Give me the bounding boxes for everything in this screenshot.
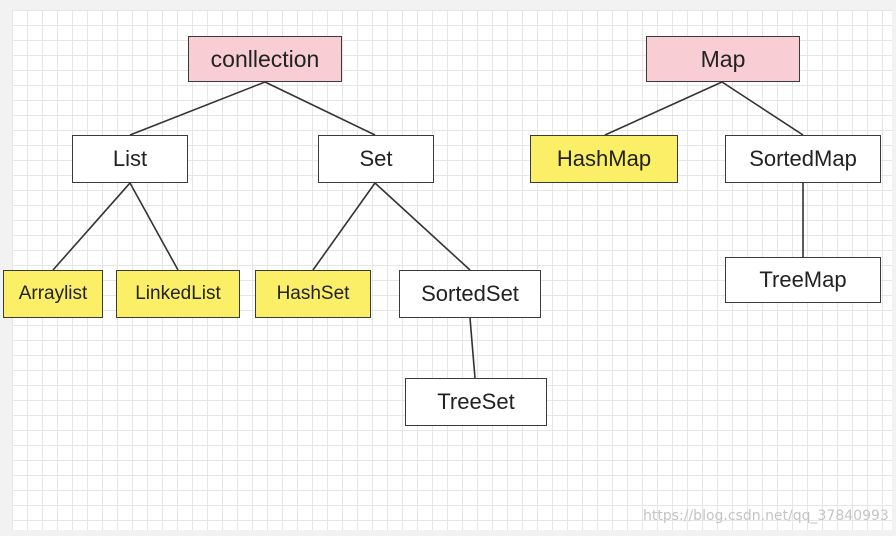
edge-sortedset-treeset [469, 317, 476, 379]
linkedlist-node: LinkedList [116, 270, 240, 318]
edge-map-sortedmap [721, 81, 804, 136]
edge-list-linkedlist [129, 182, 179, 271]
set-node: Set [318, 135, 434, 183]
hashset-node: HashSet [255, 270, 371, 318]
edge-collection-list [129, 81, 266, 136]
map-node: Map [646, 36, 800, 82]
sortedmap-node: SortedMap [725, 135, 881, 183]
list-node: List [72, 135, 188, 183]
treeset-node: TreeSet [405, 378, 547, 426]
hashmap-node: HashMap [530, 135, 678, 183]
sortedset-node: SortedSet [399, 270, 541, 318]
arraylist-node: Arraylist [3, 270, 103, 318]
edge-set-hashset [312, 182, 376, 271]
edge-map-hashmap [604, 81, 723, 136]
edge-list-arraylist [52, 182, 131, 271]
treemap-node: TreeMap [725, 257, 881, 303]
collection-node: conllection [188, 36, 342, 82]
edge-set-sortedset [374, 182, 471, 271]
watermark-text: https://blog.csdn.net/qq_37840993 [643, 508, 889, 524]
edge-collection-set [264, 81, 376, 136]
